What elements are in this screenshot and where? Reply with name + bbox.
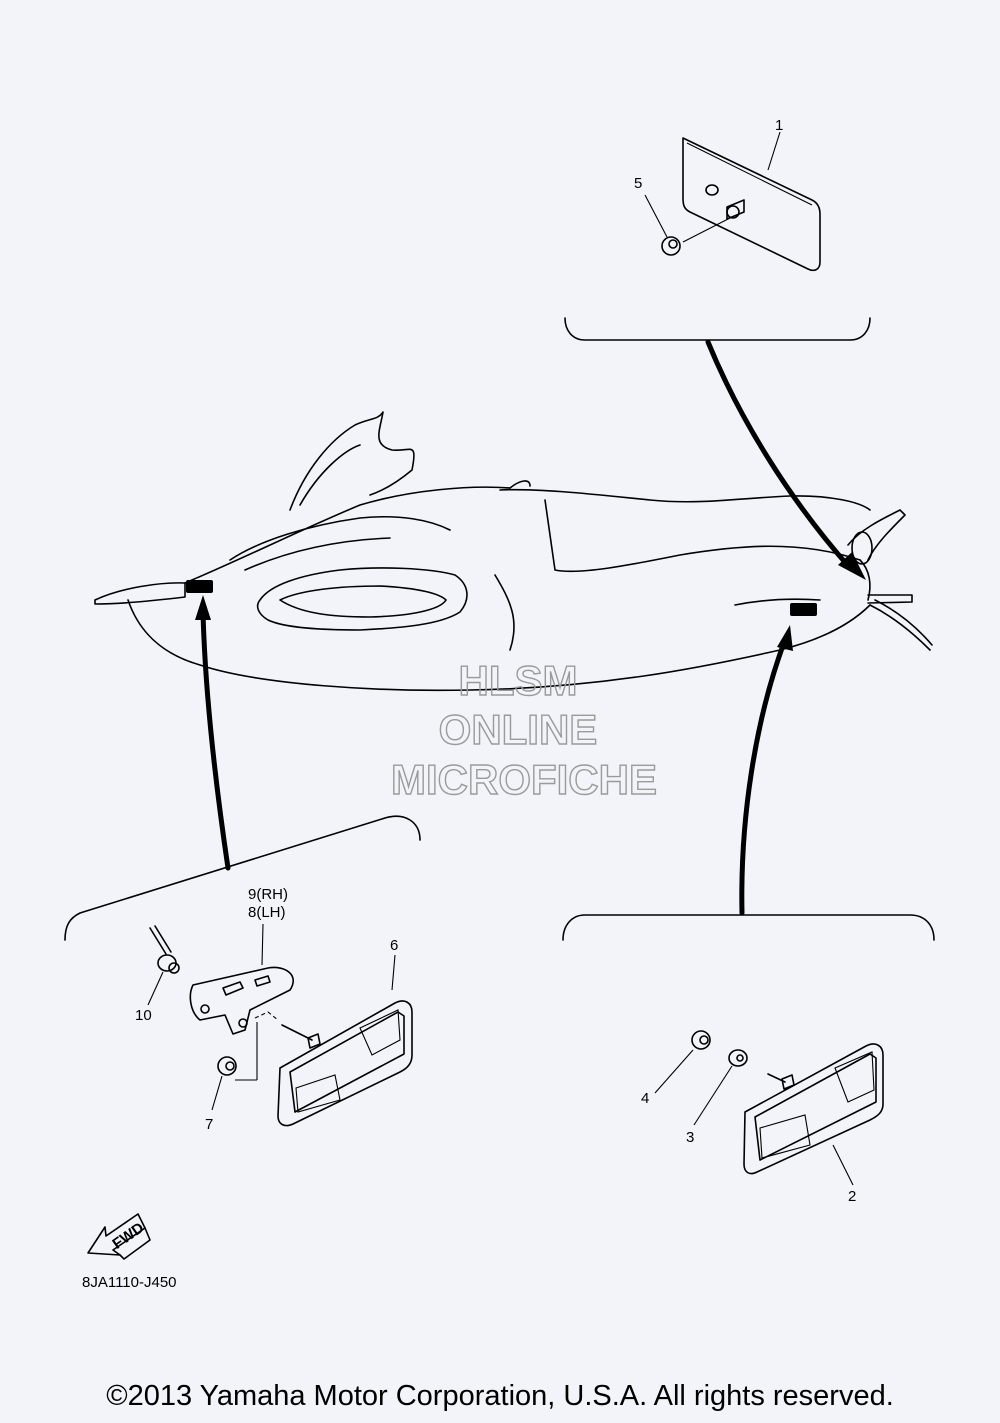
- part-1-reflector-plate: [682, 131, 821, 272]
- leader-arrows: [195, 339, 866, 916]
- callout-7: 7: [205, 1116, 213, 1133]
- callout-1: 1: [775, 117, 783, 134]
- part-7-nut: [211, 1056, 237, 1111]
- callout-3: 3: [686, 1129, 694, 1146]
- callout-8: 8(LH): [248, 904, 286, 921]
- watermark-line-2: ONLINE: [439, 706, 598, 753]
- part-4-nut: [654, 1030, 711, 1094]
- watermark-line-1: HLSM: [459, 657, 578, 704]
- part-8-9-bracket: [189, 923, 294, 1081]
- fwd-arrow-icon: FWD: [87, 1213, 151, 1260]
- part-3-washer: [693, 1049, 748, 1126]
- top-detail-frame: [564, 317, 871, 341]
- watermark-line-3: MICROFICHE: [391, 756, 657, 803]
- part-2-reflector: [743, 1043, 884, 1186]
- callout-9: 9(RH): [248, 886, 288, 903]
- callout-10: 10: [135, 1007, 152, 1024]
- rear-reflector-location: [790, 603, 817, 616]
- copyright-notice: ©2013 Yamaha Motor Corporation, U.S.A. A…: [106, 1380, 894, 1412]
- rear-detail-frame: [562, 914, 935, 941]
- callout-5: 5: [634, 175, 642, 192]
- front-reflector-location: [186, 580, 213, 593]
- front-detail-frame: [64, 815, 421, 941]
- part-10-rivet: [147, 925, 180, 1006]
- callout-2: 2: [848, 1188, 856, 1205]
- part-6-reflector: [277, 954, 413, 1127]
- snowmobile-outline: [94, 411, 933, 692]
- callout-6: 6: [390, 937, 398, 954]
- fwd-label: FWD: [109, 1219, 147, 1253]
- callout-4: 4: [641, 1090, 649, 1107]
- part-5-nut: [644, 194, 731, 256]
- diagram-code: 8JA1110-J450: [82, 1274, 177, 1291]
